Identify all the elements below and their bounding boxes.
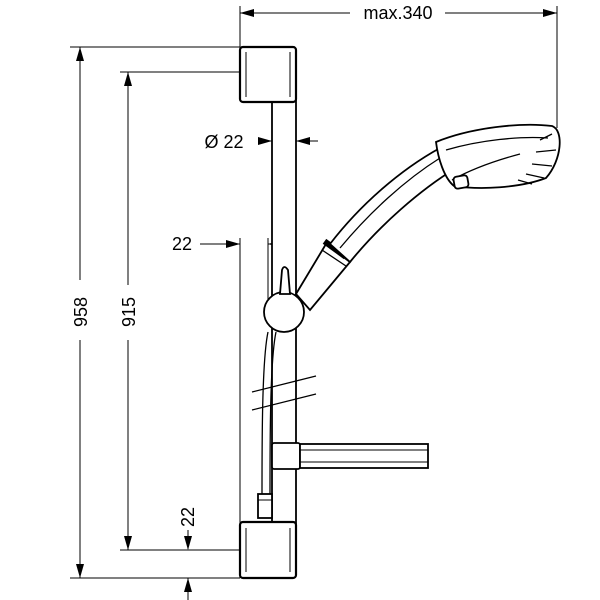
total-height-label: 958	[71, 297, 91, 327]
shower-hose	[257, 331, 277, 519]
shower-slider	[263, 266, 305, 333]
max-reach-dimension: max.340	[239, 3, 558, 128]
bottom-offset-dimension: 22	[178, 507, 198, 600]
hand-shower	[294, 123, 561, 312]
top-wall-bracket	[238, 45, 298, 104]
bracket-spacing-label: 915	[119, 297, 139, 327]
bar-diameter-dimension: Ø 22	[204, 132, 318, 152]
max-reach-label: max.340	[363, 3, 432, 23]
bracket-spacing-dimension: 915	[119, 71, 240, 551]
wall-offset-dimension: 22	[172, 234, 290, 578]
total-height-dimension: 958	[70, 46, 240, 579]
bottom-wall-bracket	[238, 520, 298, 580]
bottom-offset-label: 22	[178, 507, 198, 527]
bar-diameter-label: Ø 22	[204, 132, 243, 152]
wall-offset-label: 22	[172, 234, 192, 254]
soap-dish	[271, 442, 429, 470]
